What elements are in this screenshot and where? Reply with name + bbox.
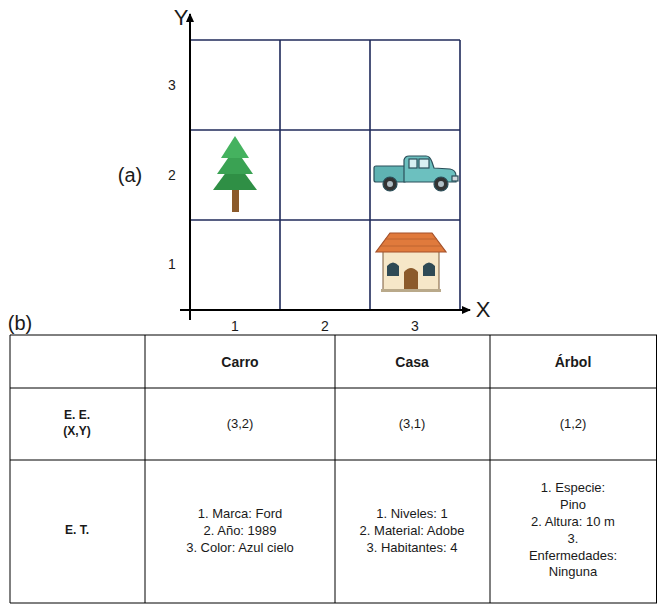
table-header-group: Carro bbox=[221, 353, 258, 371]
tick-number-group: 1 bbox=[168, 255, 176, 273]
x-axis bbox=[180, 309, 470, 311]
y-axis bbox=[189, 14, 191, 320]
table-cell: 2. Altura: 10 m bbox=[529, 514, 617, 531]
table-cell: 2. Material: Adobe bbox=[360, 523, 465, 540]
table-cell: 1. Especie: Pino bbox=[529, 480, 617, 514]
house-icon bbox=[376, 233, 446, 292]
roof-tiles bbox=[380, 239, 442, 246]
truck-bumper bbox=[452, 176, 458, 181]
grid-line bbox=[459, 40, 461, 310]
table-cell: 1. Niveles: 1 bbox=[360, 506, 465, 523]
table-cell: (3,1) bbox=[399, 416, 426, 433]
table-rule bbox=[490, 335, 491, 603]
house-window bbox=[423, 263, 435, 277]
table-rule bbox=[656, 335, 657, 603]
house-base bbox=[381, 289, 441, 292]
table-header: Carro bbox=[221, 353, 258, 371]
panel-label-group: (b) bbox=[8, 310, 32, 336]
table-cell-group: (3,1) bbox=[399, 416, 426, 433]
truck-window bbox=[419, 159, 429, 168]
table-cell: 2. Año: 1989 bbox=[186, 523, 294, 540]
truck-cab bbox=[404, 156, 456, 182]
tick-number: 2 bbox=[321, 317, 329, 335]
axis-name: X bbox=[476, 296, 491, 325]
truck-wheel bbox=[383, 177, 397, 191]
tick-number-group: 2 bbox=[321, 317, 329, 335]
truck-hub bbox=[438, 181, 444, 187]
table-rule bbox=[335, 335, 336, 603]
tick-number: 3 bbox=[168, 76, 176, 94]
house-door bbox=[404, 268, 418, 290]
truck-wheel bbox=[434, 177, 448, 191]
table-cell: (1,2) bbox=[560, 416, 587, 433]
table-cell-group: 1. Especie: Pino2. Altura: 10 m3. Enferm… bbox=[529, 480, 617, 581]
data-table bbox=[10, 335, 657, 603]
table-rule bbox=[10, 335, 657, 336]
truck-icon bbox=[374, 156, 458, 191]
house-roof bbox=[376, 233, 446, 252]
house-wall bbox=[383, 248, 439, 290]
panel-label-group: (a) bbox=[118, 162, 142, 188]
grid-line bbox=[190, 129, 460, 131]
table-rule bbox=[145, 335, 146, 603]
truck-window bbox=[409, 159, 417, 168]
table-rule bbox=[10, 603, 657, 604]
tree-foliage bbox=[221, 136, 249, 158]
house-window bbox=[387, 263, 399, 277]
tick-number-group: 3 bbox=[168, 76, 176, 94]
coordinate-grid bbox=[190, 40, 460, 310]
axis-name-group: Y bbox=[174, 4, 189, 33]
tree-icon bbox=[213, 136, 257, 212]
panel-label: (a) bbox=[118, 162, 142, 188]
table-header: Casa bbox=[395, 353, 428, 371]
grid-line bbox=[279, 40, 281, 310]
grid-line bbox=[190, 219, 460, 221]
table-header: Árbol bbox=[555, 353, 592, 371]
row-header-group: E. E. (X,Y) bbox=[51, 408, 103, 439]
tick-number: 2 bbox=[168, 166, 176, 184]
tick-number: 1 bbox=[231, 317, 239, 335]
table-cell: 3. Habitantes: 4 bbox=[360, 539, 465, 556]
table-cell: 1. Marca: Ford bbox=[186, 506, 294, 523]
table-cell: (3,2) bbox=[227, 416, 254, 433]
axis-name-group: X bbox=[476, 296, 491, 325]
table-cell-group: (1,2) bbox=[560, 416, 587, 433]
row-header-group: E. T. bbox=[65, 523, 89, 539]
truck-hub bbox=[387, 181, 393, 187]
table-cell-group: 1. Marca: Ford2. Año: 19893. Color: Azul… bbox=[186, 506, 294, 557]
tick-number: 1 bbox=[168, 255, 176, 273]
table-cell-group: (3,2) bbox=[227, 416, 254, 433]
axis-name: Y bbox=[174, 4, 189, 33]
tick-number-group: 2 bbox=[168, 166, 176, 184]
table-cell-group: 1. Niveles: 12. Material: Adobe3. Habita… bbox=[360, 506, 465, 557]
grid-line bbox=[369, 40, 371, 310]
table-cell: 3. Color: Azul cielo bbox=[186, 539, 294, 556]
tick-number-group: 1 bbox=[231, 317, 239, 335]
table-rule bbox=[10, 460, 657, 461]
tick-number-group: 3 bbox=[411, 317, 419, 335]
table-rule bbox=[10, 335, 11, 603]
axes bbox=[180, 14, 470, 320]
tick-number: 3 bbox=[411, 317, 419, 335]
grid-line bbox=[190, 39, 460, 41]
row-header: E. T. bbox=[65, 523, 89, 539]
table-header-group: Casa bbox=[395, 353, 428, 371]
table-rule bbox=[10, 388, 657, 389]
row-header: E. E. (X,Y) bbox=[51, 408, 103, 439]
table-header-group: Árbol bbox=[555, 353, 592, 371]
table-cell: 3. Enfermedades: Ninguna bbox=[529, 531, 617, 582]
panel-label: (b) bbox=[8, 310, 32, 336]
